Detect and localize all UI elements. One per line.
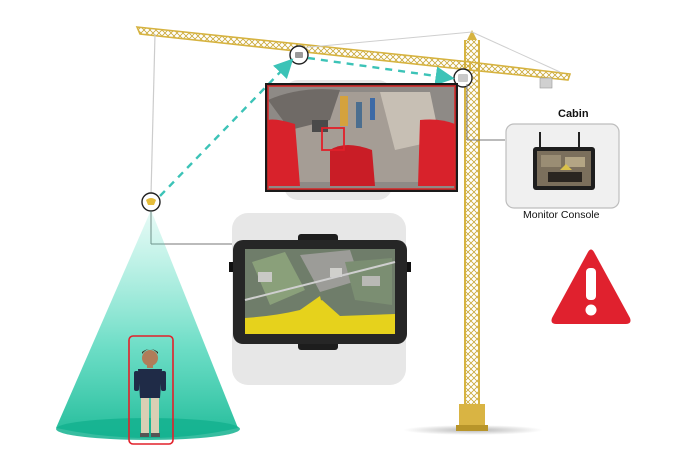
camera-beam xyxy=(56,210,238,438)
cabin-camera-icon xyxy=(453,68,473,88)
hoist-cable xyxy=(150,33,156,196)
signal-arrow-hook-to-jib xyxy=(159,58,294,197)
signal-arrow-jib-to-cabin xyxy=(307,56,455,86)
cabin-label: Cabin xyxy=(558,108,589,120)
crane-jib xyxy=(135,26,572,89)
jib-camera-icon xyxy=(289,45,309,65)
monitor-console-label: Monitor Console xyxy=(523,209,600,221)
warning-triangle-icon xyxy=(551,249,631,324)
monitor-console-panel xyxy=(505,123,620,209)
person-detection-box xyxy=(128,335,174,445)
crane-mast xyxy=(456,30,488,431)
camera-icon xyxy=(141,192,161,212)
worker-figure xyxy=(134,349,166,437)
hook-camera-monitor xyxy=(265,83,458,192)
rugged-tablet xyxy=(229,234,411,350)
